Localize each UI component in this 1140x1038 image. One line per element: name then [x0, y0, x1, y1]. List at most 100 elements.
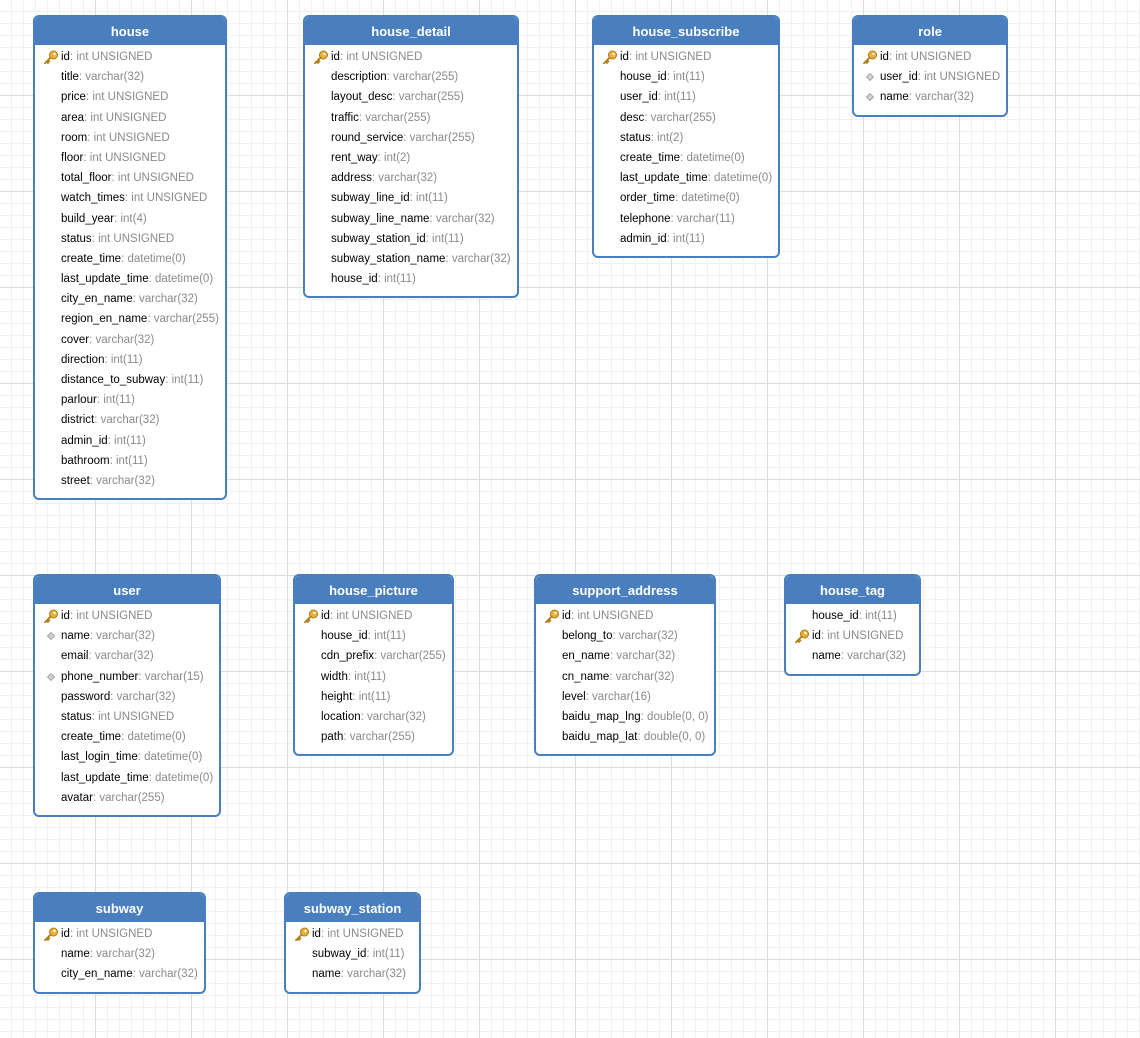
field-row[interactable]: subway_station_id: int(11) [305, 229, 517, 249]
field-row[interactable]: total_floor: int UNSIGNED [35, 168, 225, 188]
field-row[interactable]: status: int UNSIGNED [35, 707, 219, 727]
table-title[interactable]: subway [35, 894, 204, 922]
field-row[interactable]: create_time: datetime(0) [35, 249, 225, 269]
table-title[interactable]: role [854, 17, 1006, 45]
table-title[interactable]: house_picture [295, 576, 452, 604]
field-row[interactable]: height: int(11) [295, 687, 452, 707]
field-row[interactable]: distance_to_subway: int(11) [35, 370, 225, 390]
field-row[interactable]: house_id: int(11) [594, 67, 778, 87]
field-row[interactable]: bathroom: int(11) [35, 451, 225, 471]
field-row[interactable]: subway_line_id: int(11) [305, 188, 517, 208]
field-row[interactable]: user_id: int(11) [594, 87, 778, 107]
field-row[interactable]: subway_line_name: varchar(32) [305, 209, 517, 229]
field-row[interactable]: admin_id: int(11) [594, 229, 778, 249]
field-row[interactable]: id: int UNSIGNED [594, 47, 778, 67]
field-row[interactable]: order_time: datetime(0) [594, 188, 778, 208]
field-row[interactable]: id: int UNSIGNED [35, 606, 219, 626]
field-row[interactable]: price: int UNSIGNED [35, 87, 225, 107]
field-row[interactable]: id: int UNSIGNED [854, 47, 1006, 67]
field-row[interactable]: width: int(11) [295, 667, 452, 687]
field-row[interactable]: avatar: varchar(255) [35, 788, 219, 808]
field-row[interactable]: house_id: int(11) [786, 606, 919, 626]
field-row[interactable]: parlour: int(11) [35, 390, 225, 410]
field-row[interactable]: house_id: int(11) [305, 269, 517, 289]
field-row[interactable]: create_time: datetime(0) [594, 148, 778, 168]
field-row[interactable]: id: int UNSIGNED [305, 47, 517, 67]
field-row[interactable]: name: varchar(32) [786, 646, 919, 666]
field-row[interactable]: baidu_map_lat: double(0, 0) [536, 727, 714, 747]
field-row[interactable]: status: int UNSIGNED [35, 229, 225, 249]
field-row[interactable]: description: varchar(255) [305, 67, 517, 87]
field-row[interactable]: cn_name: varchar(32) [536, 667, 714, 687]
field-row[interactable]: round_service: varchar(255) [305, 128, 517, 148]
field-row[interactable]: baidu_map_lng: double(0, 0) [536, 707, 714, 727]
field-row[interactable]: title: varchar(32) [35, 67, 225, 87]
field-row[interactable]: street: varchar(32) [35, 471, 225, 491]
field-row[interactable]: layout_desc: varchar(255) [305, 87, 517, 107]
table-title[interactable]: house_tag [786, 576, 919, 604]
field-row[interactable]: id: int UNSIGNED [35, 47, 225, 67]
field-row[interactable]: password: varchar(32) [35, 687, 219, 707]
field-row[interactable]: desc: varchar(255) [594, 108, 778, 128]
field-row[interactable]: name: varchar(32) [35, 626, 219, 646]
field-row[interactable]: telephone: varchar(11) [594, 209, 778, 229]
table-title[interactable]: house_subscribe [594, 17, 778, 45]
table-title[interactable]: support_address [536, 576, 714, 604]
field-row[interactable]: belong_to: varchar(32) [536, 626, 714, 646]
table-title[interactable]: user [35, 576, 219, 604]
field-row[interactable]: last_update_time: datetime(0) [35, 269, 225, 289]
field-row[interactable]: city_en_name: varchar(32) [35, 964, 204, 984]
field-row[interactable]: name: varchar(32) [35, 944, 204, 964]
table-title[interactable]: subway_station [286, 894, 419, 922]
field-row[interactable]: name: varchar(32) [854, 87, 1006, 107]
field-row[interactable]: cover: varchar(32) [35, 330, 225, 350]
field-row[interactable]: subway_id: int(11) [286, 944, 419, 964]
field-row[interactable]: status: int(2) [594, 128, 778, 148]
field-row[interactable]: area: int UNSIGNED [35, 108, 225, 128]
field-row[interactable]: cdn_prefix: varchar(255) [295, 646, 452, 666]
field-row[interactable]: email: varchar(32) [35, 646, 219, 666]
table-title[interactable]: house_detail [305, 17, 517, 45]
field-row[interactable]: id: int UNSIGNED [35, 924, 204, 944]
field-row[interactable]: subway_station_name: varchar(32) [305, 249, 517, 269]
field-row[interactable]: district: varchar(32) [35, 410, 225, 430]
field-row[interactable]: user_id: int UNSIGNED [854, 67, 1006, 87]
field-row[interactable]: en_name: varchar(32) [536, 646, 714, 666]
field-row[interactable]: room: int UNSIGNED [35, 128, 225, 148]
field-row[interactable]: location: varchar(32) [295, 707, 452, 727]
field-row[interactable]: region_en_name: varchar(255) [35, 309, 225, 329]
field-row[interactable]: create_time: datetime(0) [35, 727, 219, 747]
field-row[interactable]: rent_way: int(2) [305, 148, 517, 168]
table-title[interactable]: house [35, 17, 225, 45]
field-row[interactable]: house_id: int(11) [295, 626, 452, 646]
field-row[interactable]: watch_times: int UNSIGNED [35, 188, 225, 208]
field-row[interactable]: direction: int(11) [35, 350, 225, 370]
field-row[interactable]: last_login_time: datetime(0) [35, 747, 219, 767]
field-row[interactable]: level: varchar(16) [536, 687, 714, 707]
field-row[interactable]: id: int UNSIGNED [295, 606, 452, 626]
field-row[interactable]: id: int UNSIGNED [286, 924, 419, 944]
field-row[interactable]: path: varchar(255) [295, 727, 452, 747]
field-row[interactable]: id: int UNSIGNED [536, 606, 714, 626]
field-row[interactable]: city_en_name: varchar(32) [35, 289, 225, 309]
field-row[interactable]: last_update_time: datetime(0) [35, 768, 219, 788]
field-row[interactable]: traffic: varchar(255) [305, 108, 517, 128]
field-row[interactable]: admin_id: int(11) [35, 431, 225, 451]
field-row[interactable]: id: int UNSIGNED [786, 626, 919, 646]
field-row[interactable]: build_year: int(4) [35, 209, 225, 229]
field-row[interactable]: last_update_time: datetime(0) [594, 168, 778, 188]
field-row[interactable]: name: varchar(32) [286, 964, 419, 984]
field-row[interactable]: phone_number: varchar(15) [35, 667, 219, 687]
field-row[interactable]: floor: int UNSIGNED [35, 148, 225, 168]
